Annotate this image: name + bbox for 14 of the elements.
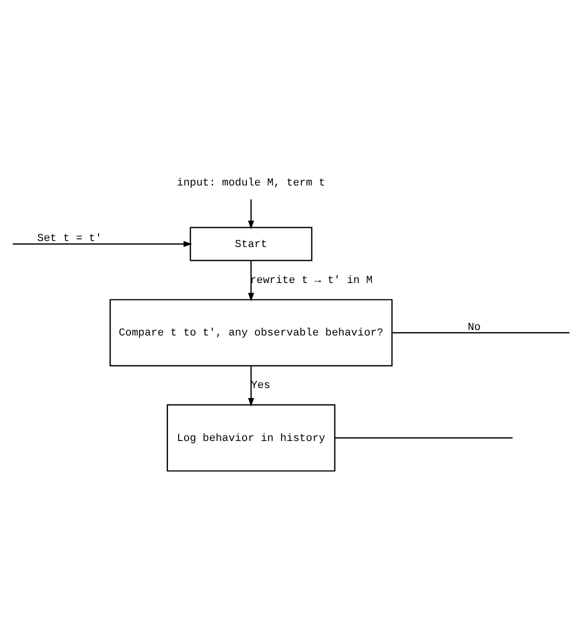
connector (392, 332, 570, 333)
node-text: input: module M, term t (176, 176, 326, 189)
arrow (248, 198, 254, 229)
node-box: Compare t to t′, any observable behavior? (110, 298, 393, 366)
arrow (248, 260, 254, 302)
arrow (248, 365, 254, 406)
node-box: Log behavior in history (166, 404, 336, 472)
edge-label: Yes (250, 380, 270, 392)
connector (334, 436, 513, 438)
edge-label: No (468, 321, 481, 334)
arrow (12, 240, 192, 247)
node-box: Start (190, 226, 312, 261)
edge-label: Set t = t′ (37, 232, 102, 245)
edge-label: rewrite t → t′ in M (250, 274, 373, 286)
